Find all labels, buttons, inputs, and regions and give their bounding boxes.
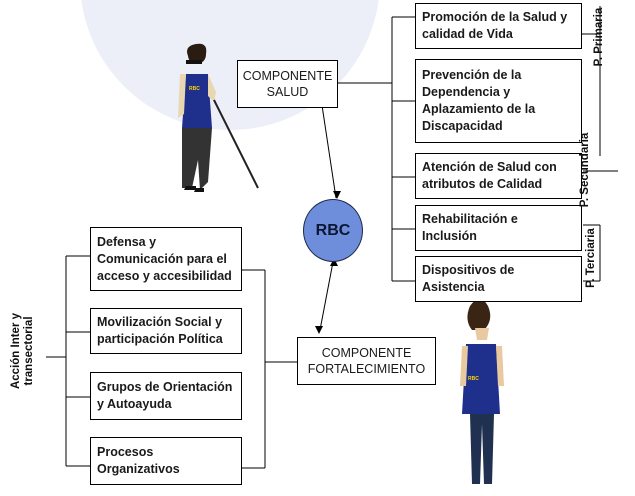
- rbc-label: RBC: [315, 221, 351, 239]
- fortalecimiento-item-label: Procesos Organizativos: [97, 445, 180, 476]
- fortalecimiento-item-movilizacion: Movilización Social y participación Polí…: [90, 308, 242, 354]
- svg-text:RBC: RBC: [189, 86, 200, 92]
- label-p-terciaria: P. Terciaria: [585, 228, 597, 288]
- fortalecimiento-item-grupos: Grupos de Orientación y Autoayuda: [90, 372, 242, 420]
- salud-item-label: Dispositivos de Asistencia: [422, 263, 515, 294]
- salud-item-prevencion: Prevención de la Dependencia y Aplazamie…: [415, 59, 582, 143]
- salud-item-label: Promoción de la Salud y calidad de Vida: [422, 10, 568, 41]
- fortalecimiento-item-procesos: Procesos Organizativos: [90, 437, 242, 485]
- fortalecimiento-item-defensa: Defensa y Comunicación para el acceso y …: [90, 227, 242, 291]
- componente-fortalecimiento-box: COMPONENTE FORTALECIMIENTO: [297, 337, 436, 385]
- label-p-secundaria: P. Secundaria: [579, 132, 591, 208]
- woman-figure: RBC: [460, 299, 504, 484]
- salud-item-atencion: Atención de Salud con atributos de Calid…: [415, 153, 582, 199]
- side-label-accion-inter: Acción Inter y transectorial: [10, 312, 35, 390]
- label-p-primaria: P. Primaria: [593, 7, 605, 67]
- connector-lines: [46, 6, 618, 469]
- blind-man-figure: RBC: [178, 43, 259, 192]
- salud-item-dispositivos: Dispositivos de Asistencia: [415, 256, 582, 302]
- fortalecimiento-item-label: Grupos de Orientación y Autoayuda: [97, 380, 233, 411]
- componente-fortalecimiento-label: COMPONENTE FORTALECIMIENTO: [307, 346, 426, 376]
- fortalecimiento-item-label: Movilización Social y participación Polí…: [97, 315, 223, 346]
- fortalecimiento-item-label: Defensa y Comunicación para el acceso y …: [97, 234, 232, 283]
- svg-text:RBC: RBC: [468, 376, 479, 382]
- rbc-circle: RBC: [303, 199, 363, 262]
- salud-item-label: Rehabilitación e Inclusión: [422, 212, 518, 243]
- componente-salud-label: COMPONENTE SALUD: [242, 69, 333, 99]
- salud-item-label: Atención de Salud con atributos de Calid…: [422, 160, 557, 191]
- salud-item-label: Prevención de la Dependencia y Aplazamie…: [422, 68, 536, 133]
- salud-item-rehabilitacion: Rehabilitación e Inclusión: [415, 205, 582, 251]
- salud-item-promocion: Promoción de la Salud y calidad de Vida: [415, 3, 582, 49]
- componente-salud-box: COMPONENTE SALUD: [237, 60, 338, 108]
